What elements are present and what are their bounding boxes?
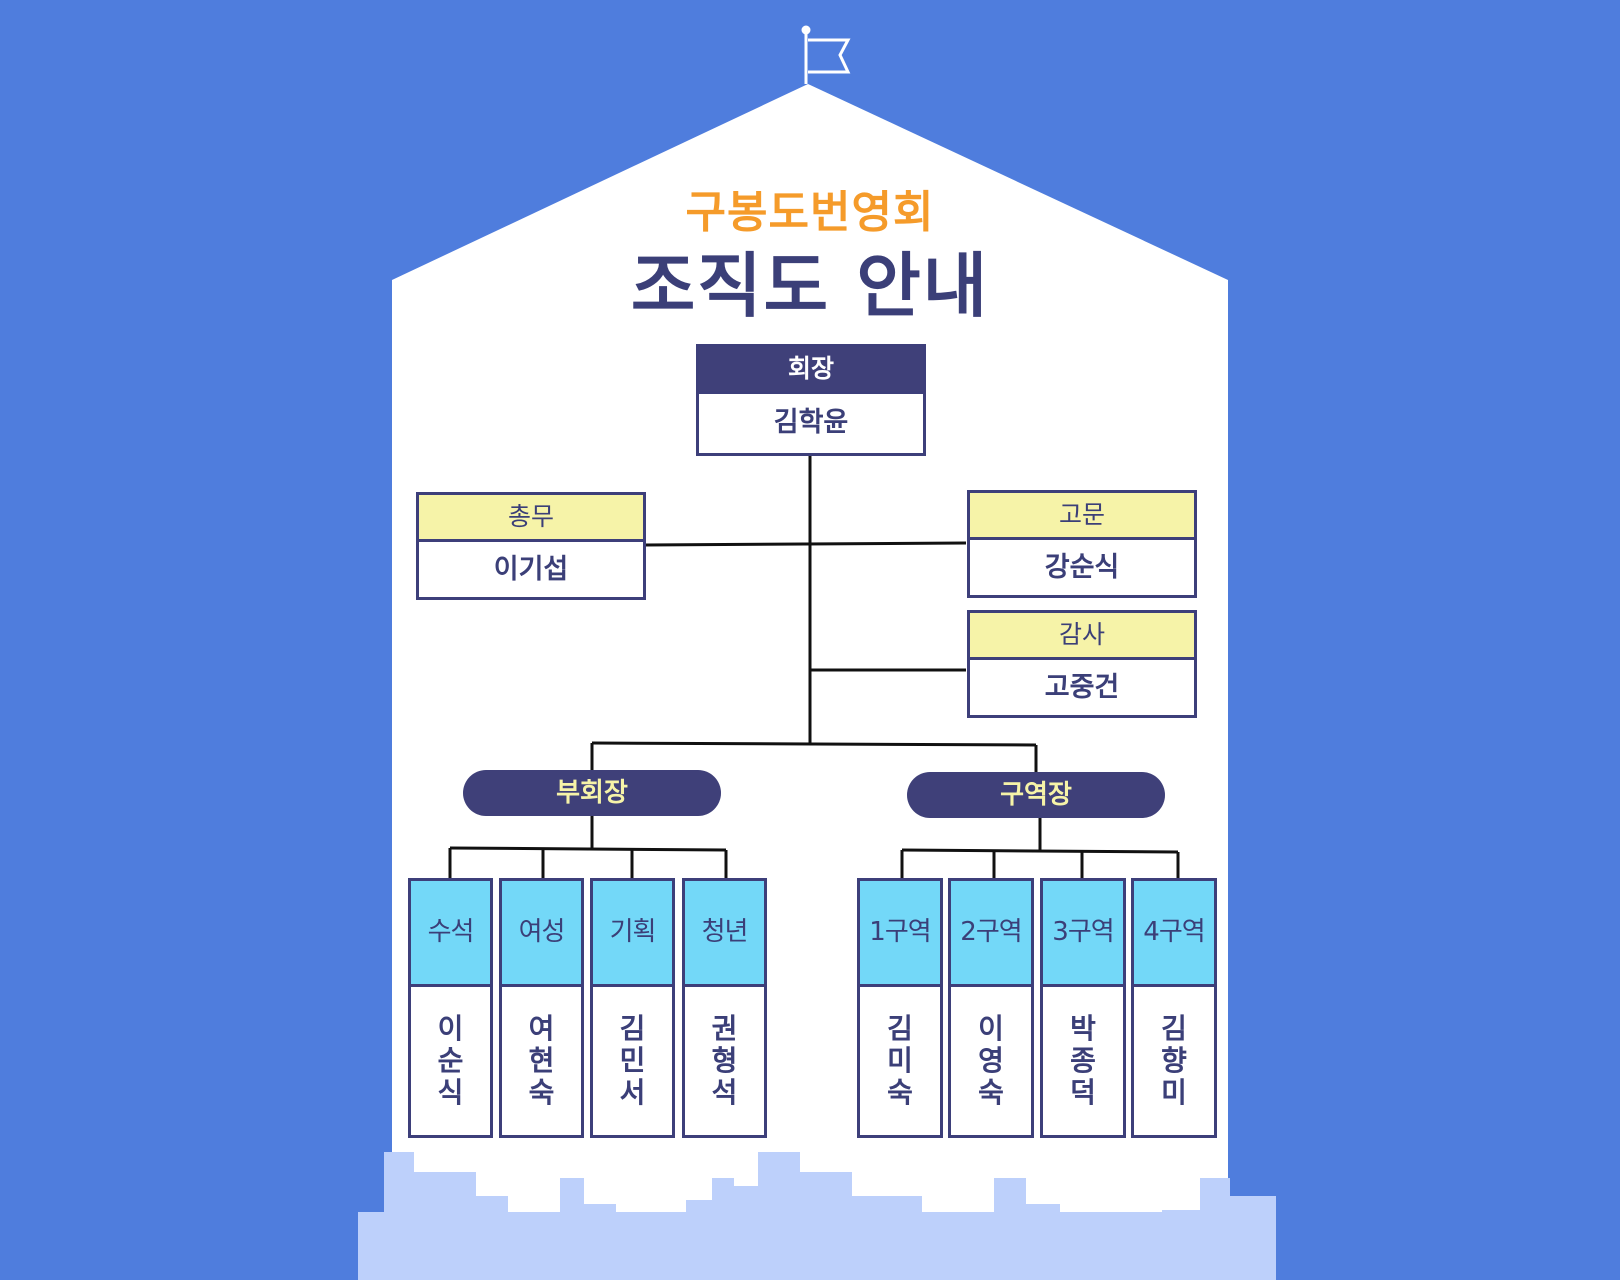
vice-unit-column: 수석 이 순 식 <box>408 878 493 1138</box>
district-role: 2구역 <box>951 881 1031 987</box>
vice-unit-role: 여성 <box>502 881 581 987</box>
vice-unit-role: 수석 <box>411 881 490 987</box>
flag-icon <box>801 25 851 84</box>
vice-unit-name: 김 민 서 <box>619 1012 646 1109</box>
advisor-box: 고문 강순식 <box>967 490 1197 598</box>
page-title: 조직도 안내 <box>630 245 990 327</box>
president-role: 회장 <box>699 347 923 394</box>
secretary-role: 총무 <box>419 495 643 542</box>
vice-unit-name: 여 현 숙 <box>528 1012 555 1109</box>
auditor-name: 고중건 <box>1044 672 1120 703</box>
connector-lines <box>448 456 1180 878</box>
vice-unit-name: 이 순 식 <box>437 1012 464 1109</box>
district-role: 3구역 <box>1043 881 1123 987</box>
secretary-box: 총무 이기섭 <box>416 492 646 600</box>
vice-unit-column: 기획 김 민 서 <box>590 878 675 1138</box>
vice-unit-name: 권 형 석 <box>711 1012 738 1109</box>
district-column: 3구역 박 종 덕 <box>1040 878 1126 1138</box>
vice-unit-column: 여성 여 현 숙 <box>499 878 584 1138</box>
district-role: 1구역 <box>860 881 940 987</box>
auditor-box: 감사 고중건 <box>967 610 1197 718</box>
district-column: 4구역 김 향 미 <box>1131 878 1217 1138</box>
advisor-name: 강순식 <box>1044 552 1120 583</box>
secretary-name: 이기섭 <box>493 554 569 585</box>
president-box: 회장 김학윤 <box>696 344 926 456</box>
district-head-pill: 구역장 <box>907 772 1165 818</box>
city-skyline <box>358 1152 1276 1280</box>
district-leader-name: 박 종 덕 <box>1070 1012 1096 1109</box>
district-leader-name: 김 미 숙 <box>887 1012 913 1109</box>
subtitle: 구봉도번영회 <box>685 187 935 238</box>
vice-unit-role: 기획 <box>593 881 672 987</box>
vice-president-pill: 부회장 <box>463 770 721 816</box>
district-leader-name: 이 영 숙 <box>978 1012 1004 1109</box>
district-column: 2구역 이 영 숙 <box>948 878 1034 1138</box>
vice-unit-column: 청년 권 형 석 <box>682 878 767 1138</box>
vice-unit-role: 청년 <box>685 881 764 987</box>
president-name: 김학윤 <box>773 407 849 438</box>
district-leader-name: 김 향 미 <box>1161 1012 1187 1109</box>
district-role: 4구역 <box>1134 881 1214 987</box>
district-column: 1구역 김 미 숙 <box>857 878 943 1138</box>
advisor-role: 고문 <box>970 493 1194 540</box>
auditor-role: 감사 <box>970 613 1194 660</box>
